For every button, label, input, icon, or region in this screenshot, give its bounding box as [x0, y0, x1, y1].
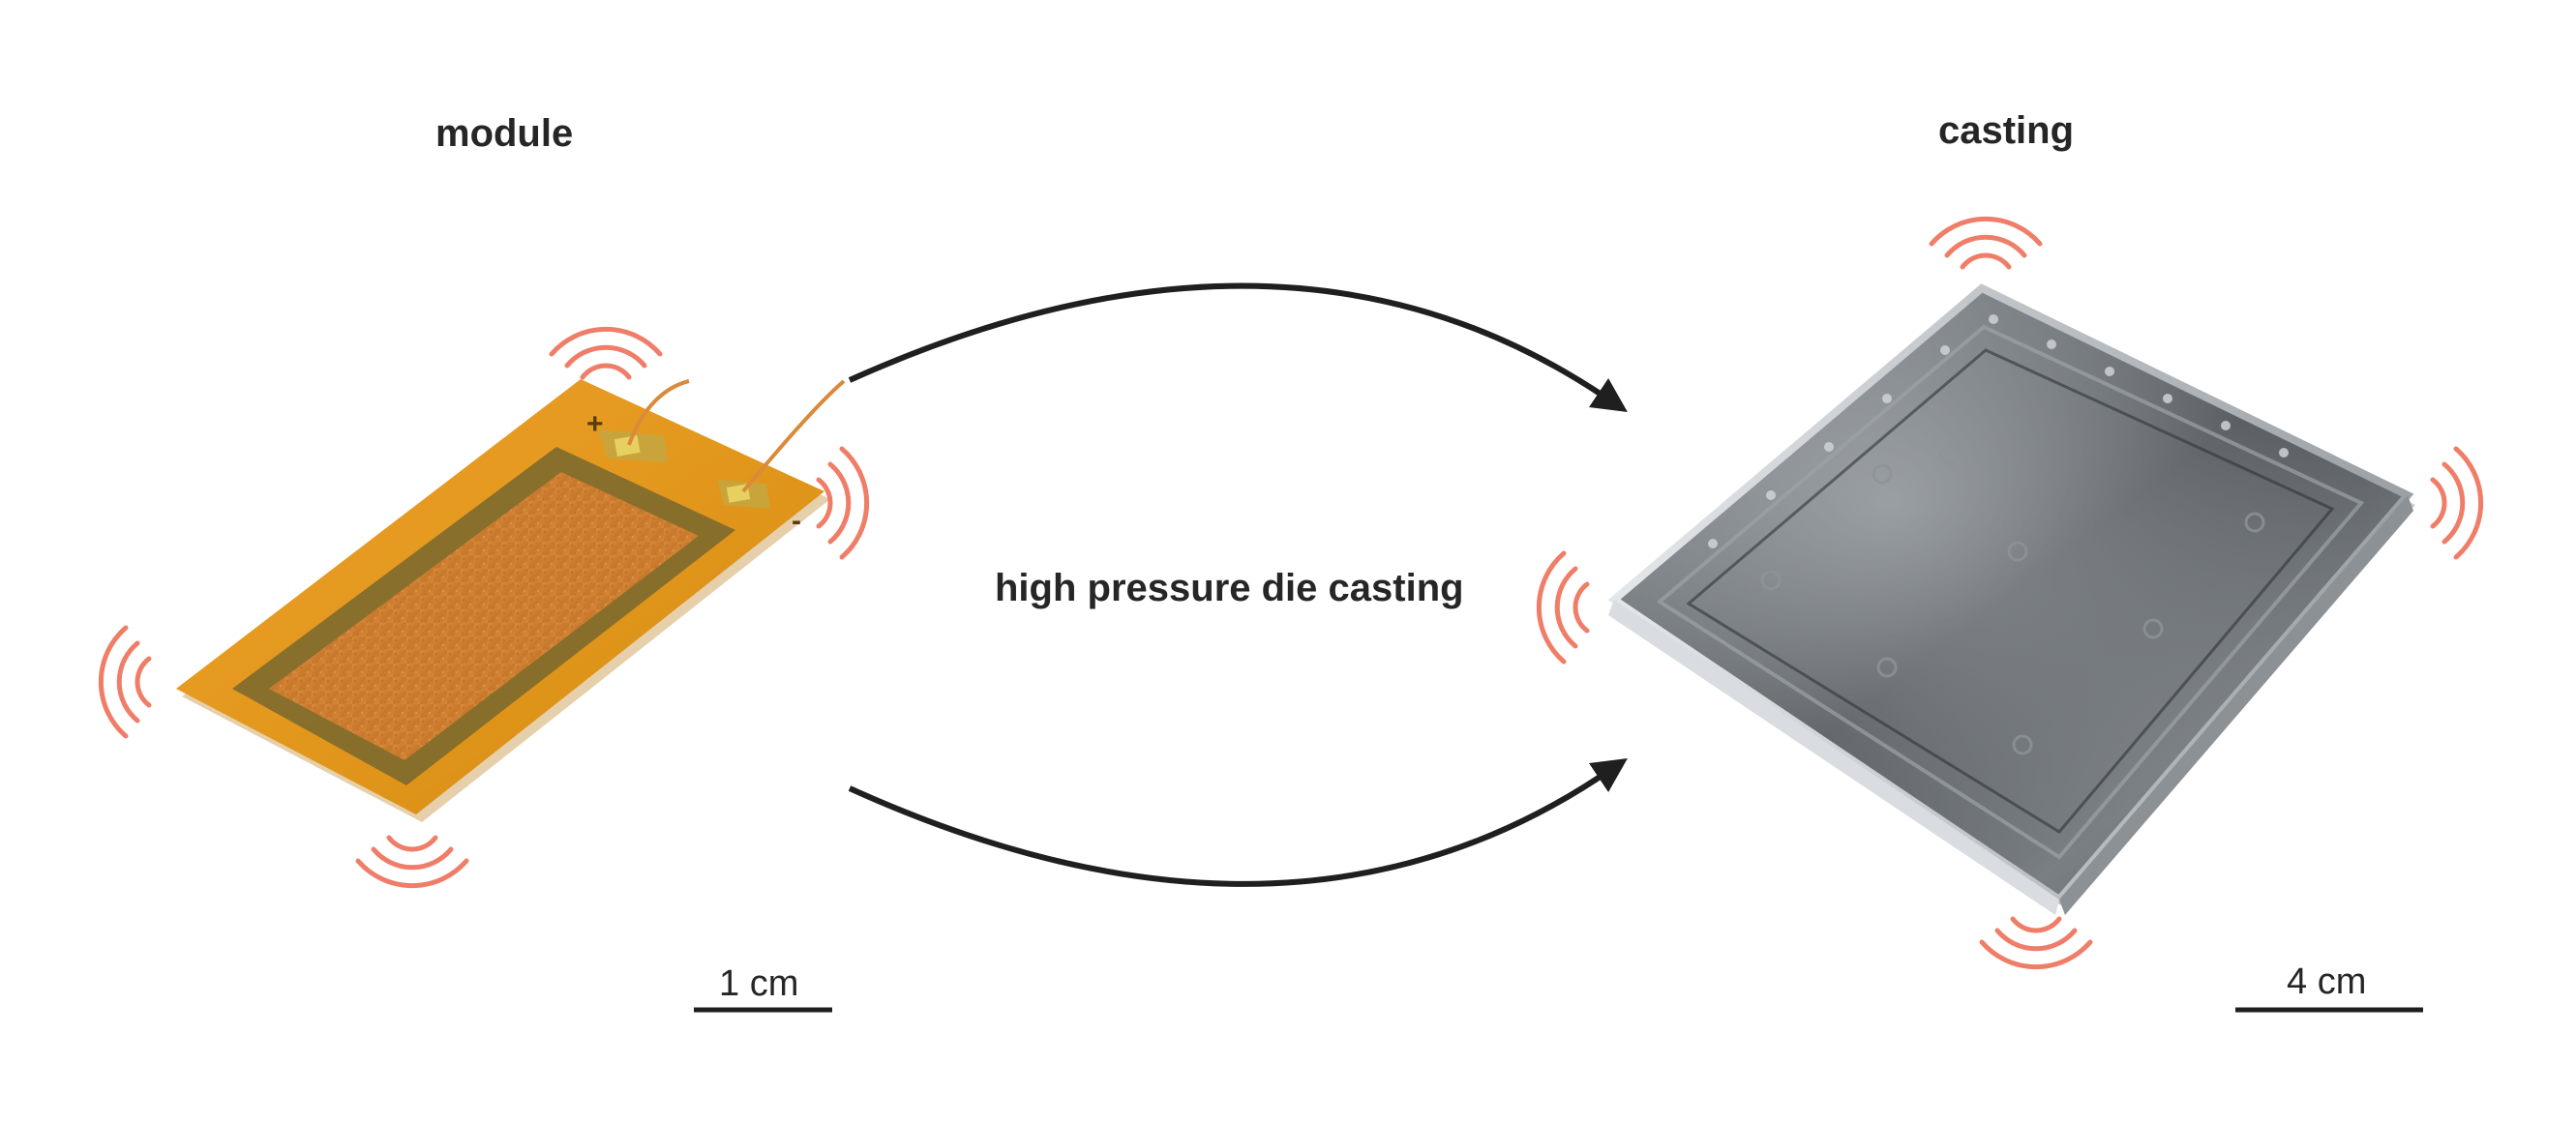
wireless-signal-icon [552, 329, 660, 377]
wireless-signal-icon [2433, 449, 2481, 557]
wireless-signal-icon [1932, 219, 2040, 267]
wireless-signal-icon [101, 628, 149, 736]
module-title: module [435, 112, 574, 155]
scale-label-module: 1 cm [719, 963, 799, 1004]
minus-marking: - [792, 505, 801, 537]
wireless-signal-icon [358, 838, 466, 886]
plus-marking: + [586, 408, 604, 440]
curved-arrow-top [848, 282, 1628, 413]
casting-title: casting [1938, 109, 2075, 152]
sensor-module-image: + - [176, 379, 846, 822]
scale-label-casting: 4 cm [2287, 961, 2367, 1002]
wireless-signal-icon [1539, 553, 1587, 662]
casting-image [1607, 283, 2415, 915]
process-label: high pressure die casting [995, 567, 1464, 609]
curved-arrow-bottom [848, 757, 1628, 887]
wireless-signal-icon [819, 449, 867, 557]
wireless-signal-icon [1982, 919, 2090, 967]
